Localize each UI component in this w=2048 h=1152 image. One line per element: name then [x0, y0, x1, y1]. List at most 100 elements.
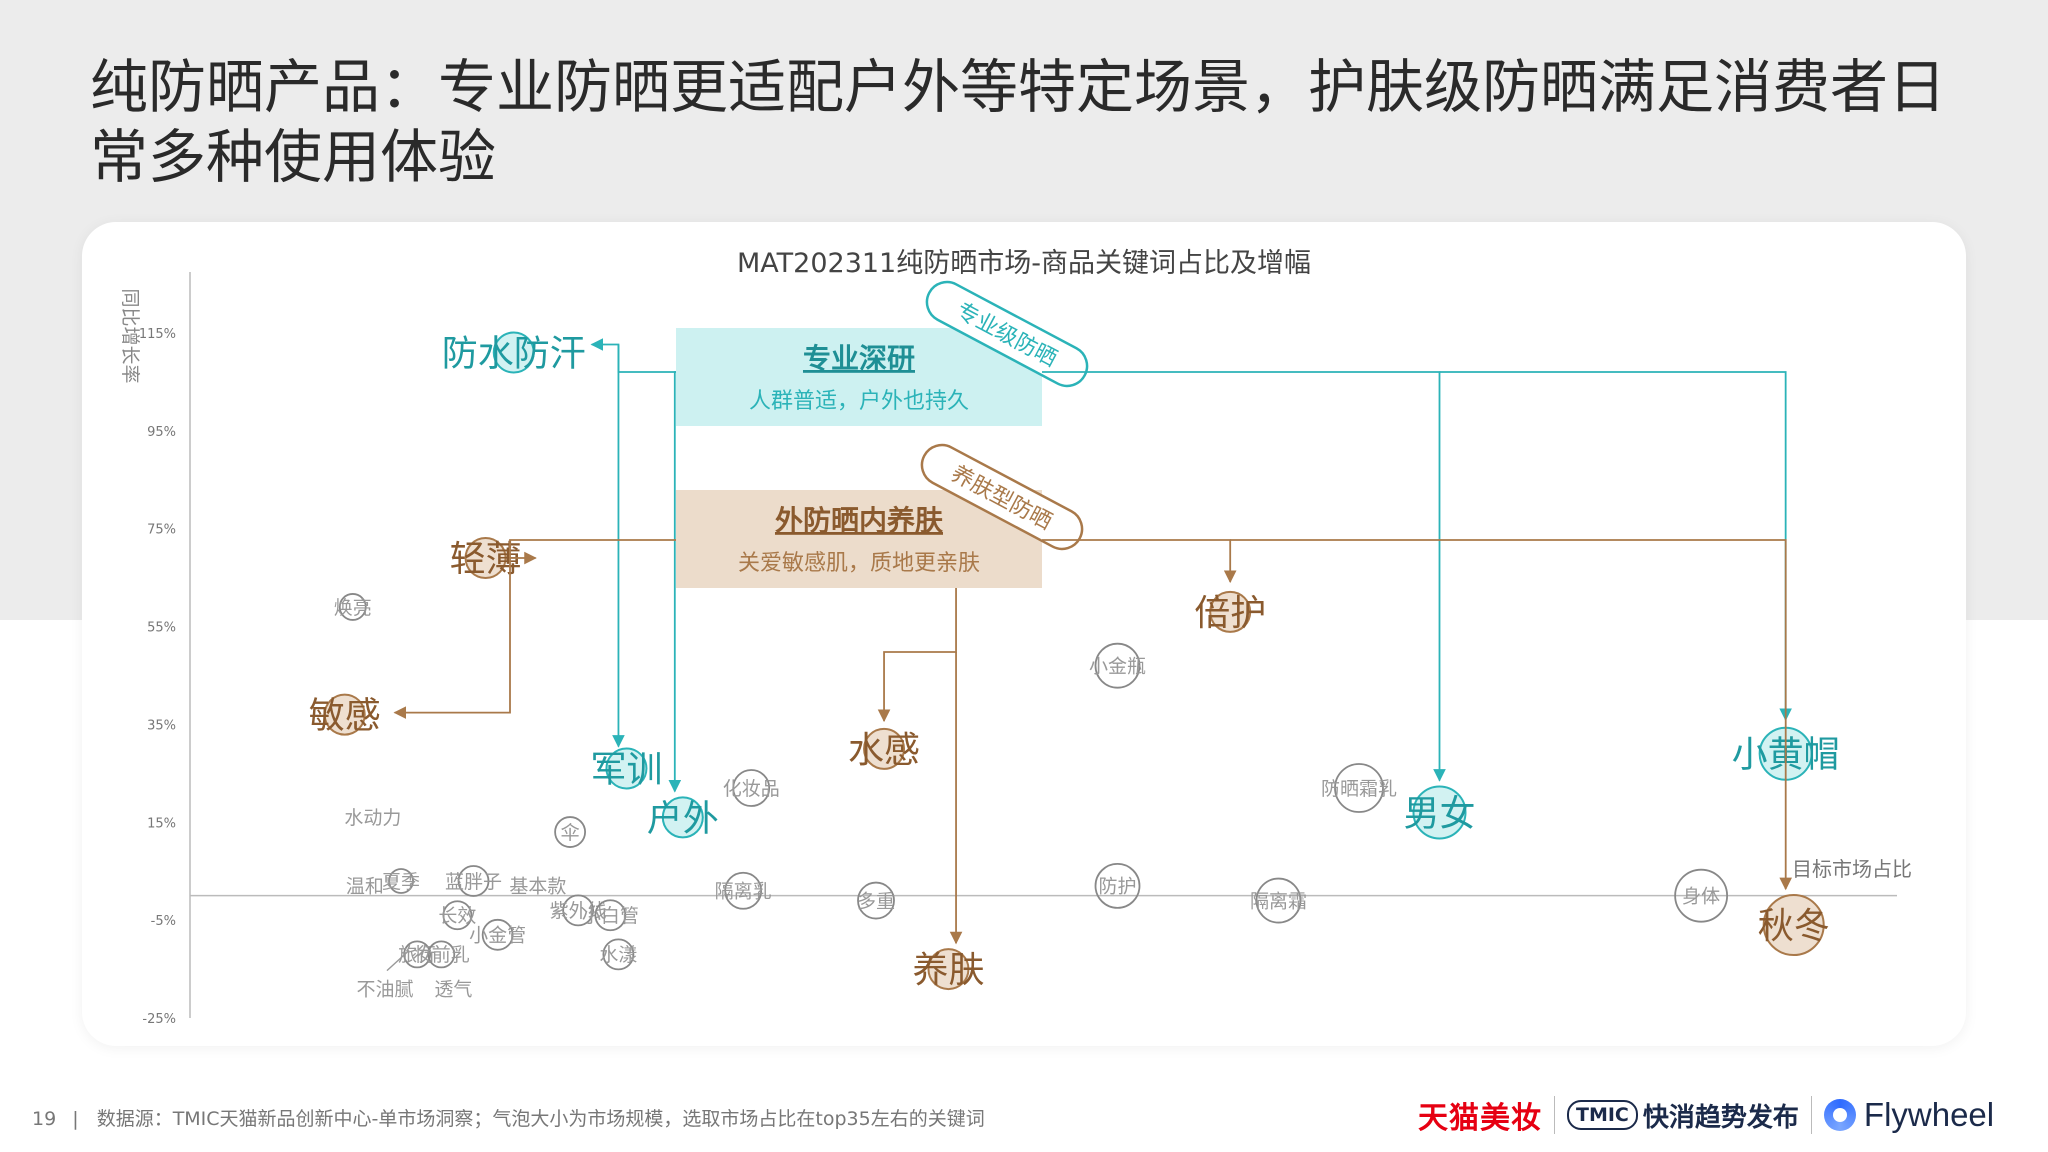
group-label-care: 外防晒内养肤	[775, 504, 944, 537]
y-tick-label: 115%	[139, 327, 176, 342]
bubble	[481, 918, 514, 951]
connector-to-waterproof	[590, 338, 676, 373]
footer-source: 19 | 数据源：TMIC天猫新品创新中心-单市场洞察；气泡大小为市场规模，选取…	[32, 1104, 985, 1131]
bubble	[1762, 894, 1825, 957]
bubble	[732, 769, 771, 807]
connector-to-light	[509, 539, 676, 565]
connector-to-yellowcap	[1439, 371, 1792, 722]
bubble-label: 焕亮	[334, 597, 372, 619]
y-axis-label: 同比增长率	[119, 288, 141, 383]
connector-to-autumnwinter	[1230, 539, 1792, 891]
bubble-label: 防晒霜乳	[1321, 778, 1397, 800]
bubble	[1094, 642, 1141, 689]
bubble	[1412, 785, 1467, 840]
bubble-label: 温和	[346, 876, 384, 898]
y-tick-label: 15%	[147, 816, 176, 831]
bubble	[863, 727, 906, 770]
bubble-label: 敏感	[309, 696, 381, 737]
bubble	[554, 816, 587, 848]
bubble-label: 养肤	[912, 950, 984, 991]
slide-title: 纯防晒产品：专业防晒更适配户外等特定场景，护肤级防晒满足消费者日常多种使用体验	[90, 53, 1947, 191]
y-tick-label: -25%	[142, 1012, 176, 1027]
bubble	[427, 940, 456, 969]
chart-title: MAT202311纯防晒市场-商品关键词占比及增幅	[737, 248, 1311, 279]
bubble	[338, 593, 367, 621]
bubble-label: 夏季	[382, 871, 420, 893]
footer-logos: 天猫美妆 TMIC 快消趋势发布 Flywheel	[1418, 1090, 1994, 1140]
connector-to-menwomen	[1042, 371, 1446, 782]
y-tick-label: 95%	[147, 425, 176, 440]
bubble	[1209, 590, 1252, 633]
connector-to-outdoor	[668, 371, 682, 793]
footer-separator: |	[72, 1108, 79, 1130]
bubble-label: 透气	[434, 978, 472, 1000]
bubble	[602, 938, 635, 971]
bubble	[594, 899, 627, 932]
bubble-label: 防护	[1098, 876, 1136, 898]
bubble-label: 不油腻	[356, 978, 413, 1000]
bubble	[857, 881, 895, 920]
bubble	[442, 900, 473, 931]
bubble	[388, 868, 414, 894]
bubble-label: 小金瓶	[1089, 656, 1146, 678]
bubble-label: 隔离乳	[715, 881, 772, 903]
group-label-pro: 专业深研	[803, 342, 915, 375]
connector-to-watery	[877, 588, 957, 723]
flywheel-logo: Flywheel	[1823, 1096, 1995, 1134]
bubble-label: 紫外线	[550, 900, 607, 922]
tmall-beauty-logo: 天猫美妆	[1418, 1101, 1542, 1136]
bubble-label: 军训	[590, 749, 662, 790]
source-text: 数据源：TMIC天猫新品创新中心-单市场洞察；气泡大小为市场规模，选取市场占比在…	[96, 1108, 985, 1130]
bubble-label: 小金管	[469, 925, 526, 947]
bubble-label: 水感	[848, 730, 920, 771]
flywheel-icon	[1823, 1099, 1856, 1131]
bubble-label: 男女	[1403, 793, 1475, 834]
tag-pro-sunscreen-pill	[925, 280, 1089, 388]
bubble-label: 妆前乳	[413, 944, 470, 966]
bubble-label: 身体	[1682, 886, 1720, 908]
bubble	[464, 537, 507, 580]
bubble	[605, 747, 648, 790]
leader-line	[386, 949, 410, 972]
bubble	[323, 693, 366, 736]
y-tick-label: 75%	[147, 523, 176, 538]
bubble	[457, 865, 490, 897]
tmic-logo-badge: TMIC	[1567, 1100, 1638, 1130]
logo-divider	[1810, 1096, 1812, 1134]
group-box-pro	[676, 328, 1042, 426]
bubble-label: 伞	[561, 822, 580, 844]
bubble-label: 基本款	[509, 876, 566, 898]
bubble-label: 水动力	[344, 807, 401, 829]
bubble-label: 倍护	[1194, 593, 1266, 634]
group-sub-pro: 人群普适，户外也持久	[749, 389, 969, 414]
bubble	[562, 894, 595, 927]
bubble	[1094, 862, 1141, 909]
bubble-label: 小白管	[582, 905, 639, 927]
bubble-label: 防水防汗	[442, 333, 586, 374]
bubble-label: 水漾	[599, 944, 637, 966]
bubble-label: 蓝胖子	[445, 871, 502, 893]
bubble-label: 户外	[647, 798, 719, 839]
page-number: 19	[32, 1108, 57, 1130]
bubble	[661, 796, 704, 839]
bubble	[1674, 868, 1729, 923]
group-sub-care: 关爱敏感肌，质地更亲肤	[738, 551, 980, 576]
bubble-label: 秋冬	[1758, 906, 1830, 947]
bubble-label: 多重	[857, 890, 895, 912]
y-tick-label: 35%	[147, 718, 176, 733]
tag-pro-sunscreen: 专业级防晒	[925, 280, 1089, 388]
bubble-label: 旅行	[398, 944, 436, 966]
connector-to-sensitive	[393, 558, 511, 719]
x-axis-label: 目标市场占比	[1792, 857, 1912, 881]
tag-care-sunscreen-pill	[920, 443, 1084, 551]
y-tick-label: -5%	[151, 914, 176, 929]
flywheel-logo-text: Flywheel	[1863, 1096, 1995, 1133]
y-tick-label: 55%	[147, 621, 176, 636]
logo-divider	[1554, 1096, 1555, 1134]
bubble	[724, 871, 763, 910]
bubble-label: 隔离霜	[1250, 890, 1307, 912]
bubble-label: 长效	[438, 905, 476, 927]
tmic-logo-text: 快消趋势发布	[1642, 1102, 1799, 1133]
